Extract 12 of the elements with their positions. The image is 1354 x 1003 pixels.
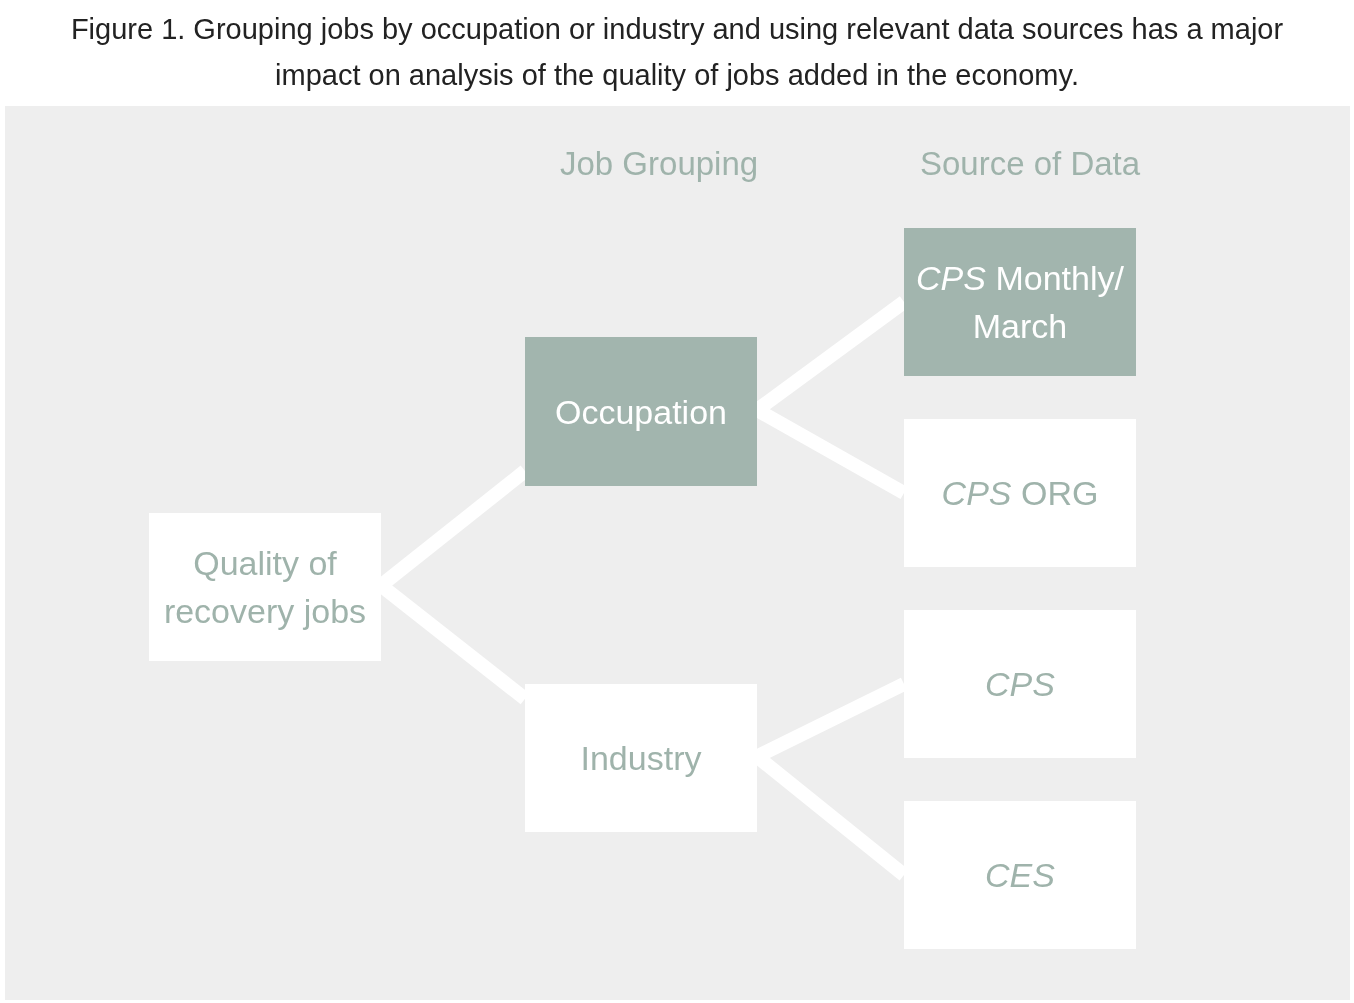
process-box bbox=[904, 228, 1136, 376]
node-label: Quality of recovery jobs bbox=[162, 543, 368, 632]
node-label: Industry bbox=[580, 738, 702, 779]
figure-title: Figure 1. Grouping jobs by occupation or industry and using relevant data sources has a major impact on analysis of the quality of jobs added in the economy. bbox=[69, 12, 1285, 93]
node-label: CPS Monthly/ March bbox=[915, 258, 1125, 347]
column-heading: Source of Data bbox=[920, 145, 1141, 183]
node-label: CPS ORG bbox=[941, 473, 1099, 514]
column-heading: Job Grouping bbox=[560, 145, 759, 183]
node-label: CES bbox=[985, 855, 1055, 896]
node-label: CPS bbox=[985, 664, 1055, 705]
node-label: Occupation bbox=[555, 391, 727, 433]
process-box bbox=[525, 337, 757, 486]
